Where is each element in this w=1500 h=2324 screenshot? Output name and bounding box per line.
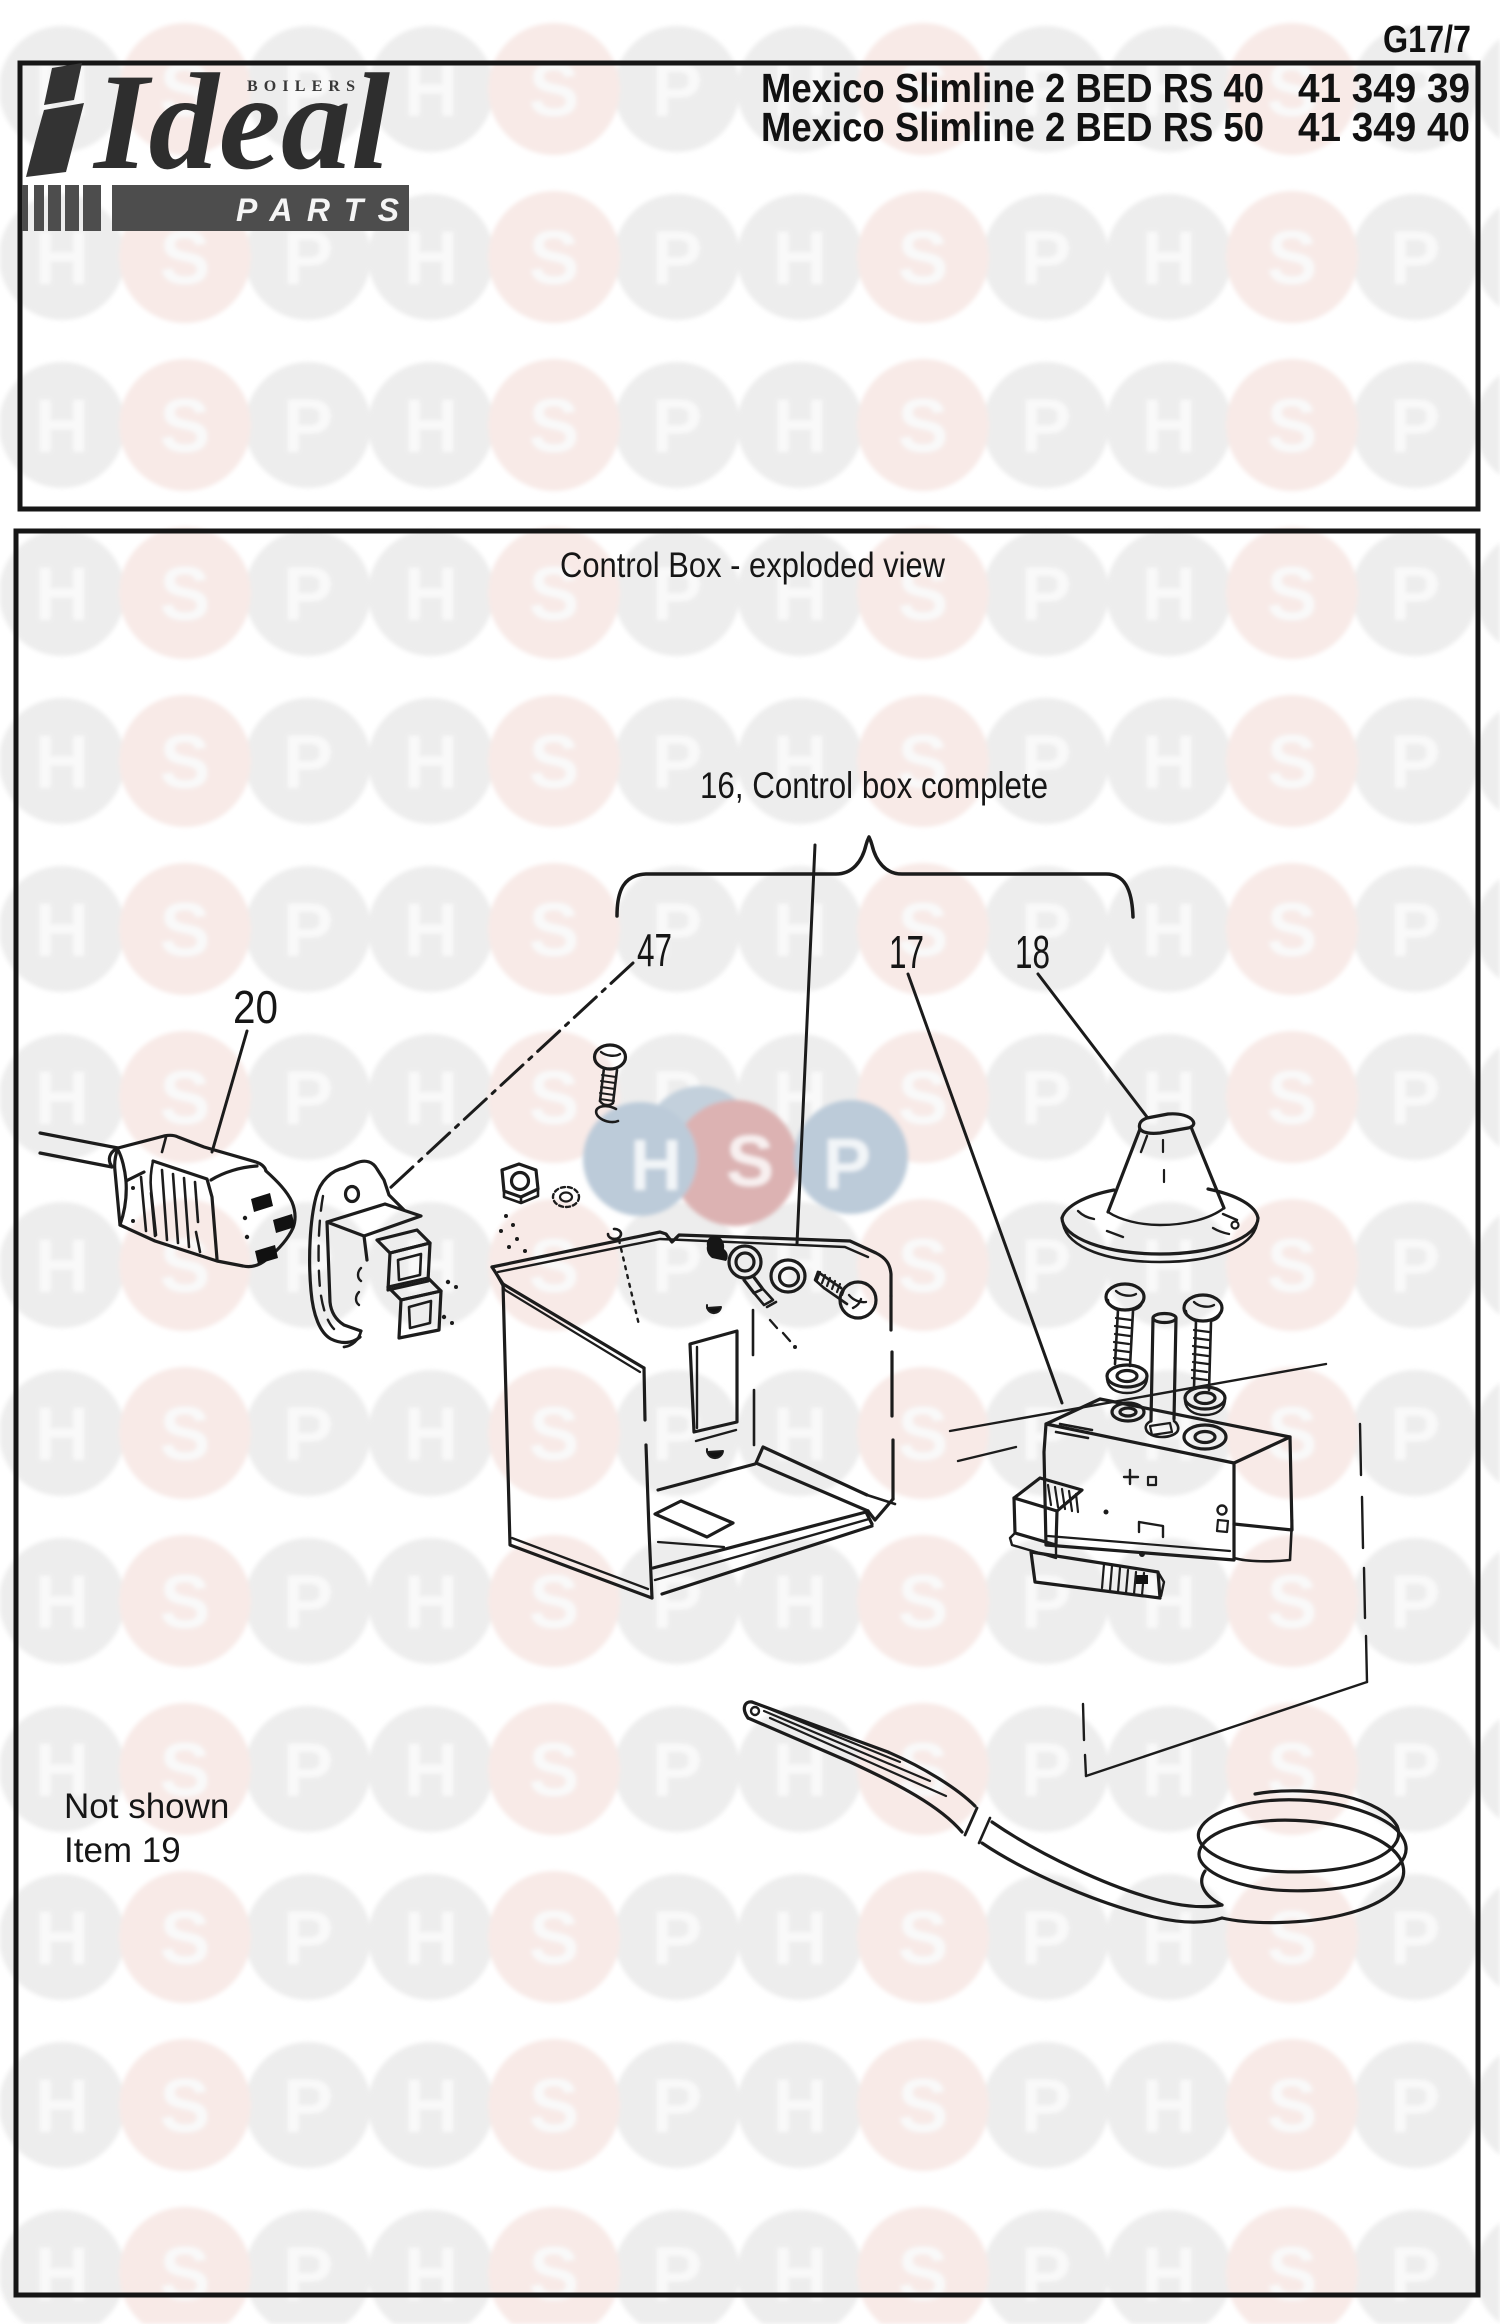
svg-text:Control Box - exploded view: Control Box - exploded view — [560, 546, 946, 585]
svg-text:Not shown: Not shown — [64, 1787, 229, 1826]
svg-text:P: P — [823, 1125, 871, 1205]
svg-text:G17/7: G17/7 — [1383, 19, 1471, 61]
svg-text:20: 20 — [233, 981, 278, 1033]
svg-text:Item 19: Item 19 — [64, 1831, 181, 1870]
svg-text:Ideal: Ideal — [92, 45, 391, 198]
svg-text:18: 18 — [1015, 926, 1050, 978]
svg-text:BOILERS: BOILERS — [247, 78, 355, 95]
svg-text:47: 47 — [637, 924, 672, 976]
svg-text:Mexico Slimline 2 BED RS 50: Mexico Slimline 2 BED RS 50 — [761, 104, 1264, 150]
svg-text:S: S — [726, 1122, 774, 1202]
svg-text:H: H — [630, 1126, 682, 1206]
svg-text:Mexico Slimline 2 BED RS 40: Mexico Slimline 2 BED RS 40 — [761, 65, 1264, 111]
svg-text:16, Control box complete: 16, Control box complete — [700, 765, 1048, 806]
svg-text:41 349 39: 41 349 39 — [1298, 65, 1470, 111]
svg-text:17: 17 — [889, 926, 924, 978]
svg-text:41 349 40: 41 349 40 — [1298, 104, 1470, 150]
